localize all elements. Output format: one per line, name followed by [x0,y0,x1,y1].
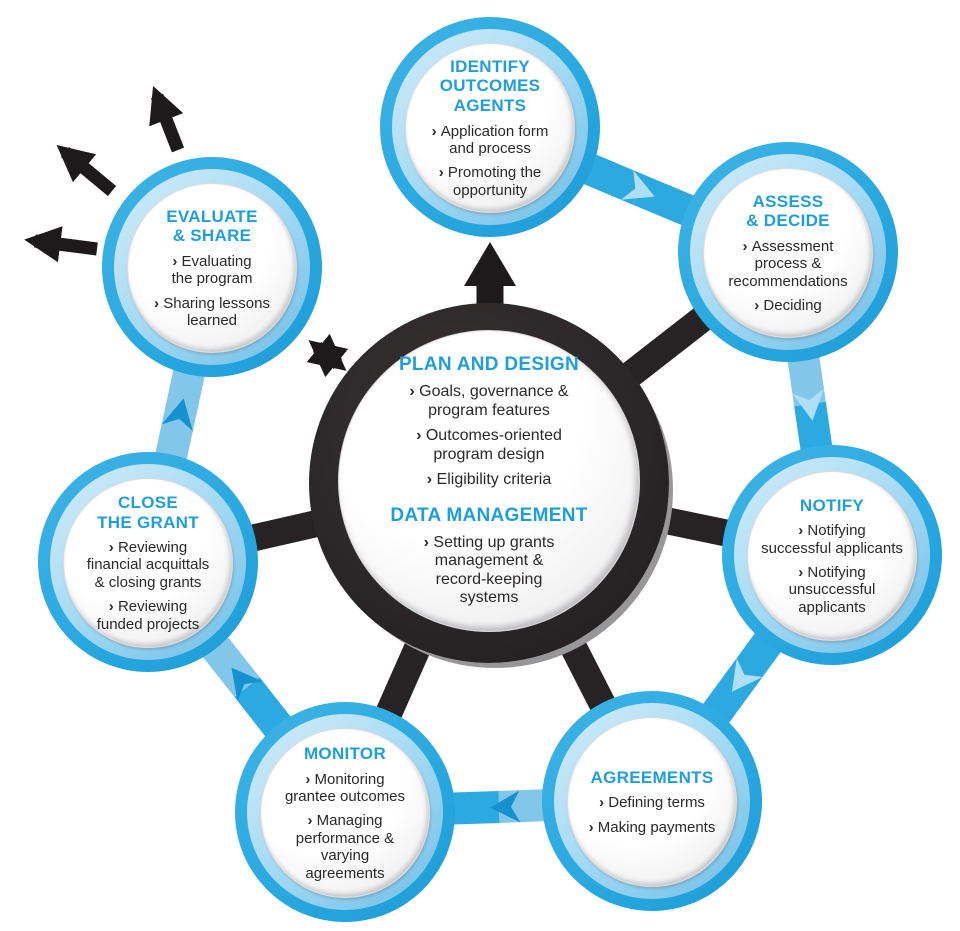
stage-bullet: Sharing lessons learned [154,295,270,330]
stage-heading-evaluate-share: EVALUATE & SHARE [166,206,258,246]
stage-circle-evaluate-share: EVALUATE & SHARE Evaluating the program … [102,157,322,377]
hub-heading-plan-and-design: PLAN AND DESIGN [398,354,580,376]
stage-face: IDENTIFY OUTCOMES AGENTS Application for… [405,43,575,213]
stage-circle-monitor: MONITOR Monitoring grantee outcomes Mana… [235,702,455,922]
flow-chevron-icon [161,398,193,432]
stage-bullet: Assessment process & recommendations [728,238,847,290]
stage-bullet: Making payments [589,819,716,836]
hub-section-data-management: DATA MANAGEMENT Setting up grants manage… [390,505,587,608]
stage-bullet: Managing performance & varying agreement… [296,812,394,882]
stage-heading-assess: ASSESS & DECIDE [746,191,830,231]
stage-bullet: Reviewing funded projects [97,598,200,633]
stage-heading-close-the-grant: CLOSE THE GRANT [97,492,199,532]
stage-bullet: Evaluating the program [172,253,253,288]
stage-bullet: Deciding [754,297,821,314]
stage-bullet: Notifying successful applicants [761,522,903,557]
flow-chevron-icon [731,658,763,692]
stage-bullet: Reviewing financial acquittals & closing… [87,539,210,591]
stage-bullet: Application form and process [432,123,549,158]
hub-bullet: Setting up grants management & record-ke… [390,534,587,608]
share-out-arrows [24,85,185,263]
stage-face: NOTIFY Notifying successful applicants N… [747,471,917,641]
flow-chevron-icon [231,667,263,702]
stage-face: ASSESS & DECIDE Assessment process & rec… [703,168,873,338]
hub-bullet: Outcomes-oriented program design [399,427,579,464]
stage-face: AGREEMENTS Defining terms Making payment… [567,717,737,887]
stage-bullet: Notifying unsuccessful applicants [789,564,876,616]
stage-bullet: Promoting the opportunity [439,164,541,199]
stage-heading-monitor: MONITOR [303,744,387,764]
stage-face: CLOSE THE GRANT Reviewing financial acqu… [63,478,233,648]
stage-circle-assess: ASSESS & DECIDE Assessment process & rec… [678,142,898,362]
hub-heading-data-management: DATA MANAGEMENT [390,504,588,526]
stage-face: EVALUATE & SHARE Evaluating the program … [127,183,297,353]
stage-face: MONITOR Monitoring grantee outcomes Mana… [260,728,430,898]
hub-face: PLAN AND DESIGN Goals, governance & prog… [338,330,640,632]
stage-heading-identify: IDENTIFY OUTCOMES AGENTS [439,56,541,115]
stage-bullet: Monitoring grantee outcomes [285,771,405,806]
out-arrow-upleft-icon [56,145,117,197]
out-arrow-left-icon [24,226,98,263]
stage-circle-agreements: AGREEMENTS Defining terms Making payment… [542,691,762,911]
flow-chevron-icon [490,790,521,823]
hub-bullet: Goals, governance & program features [399,383,579,420]
stage-bullet: Defining terms [599,794,705,811]
stage-circle-notify: NOTIFY Notifying successful applicants N… [722,445,942,665]
stage-circle-close-the-grant: CLOSE THE GRANT Reviewing financial acqu… [38,452,258,672]
out-arrow-up-icon [149,85,185,153]
hub-circle: PLAN AND DESIGN Goals, governance & prog… [309,303,669,663]
stage-heading-notify: NOTIFY [799,495,865,515]
stage-heading-agreements: AGREEMENTS [590,767,714,787]
hub-bullet: Eligibility criteria [399,471,579,490]
stage-circle-identify: IDENTIFY OUTCOMES AGENTS Application for… [380,17,600,237]
hub-section-plan-and-design: PLAN AND DESIGN Goals, governance & prog… [399,354,579,490]
exchange-arrow-icon [306,333,349,378]
flow-chevron-icon [792,388,824,421]
flow-chevron-icon [620,170,655,200]
